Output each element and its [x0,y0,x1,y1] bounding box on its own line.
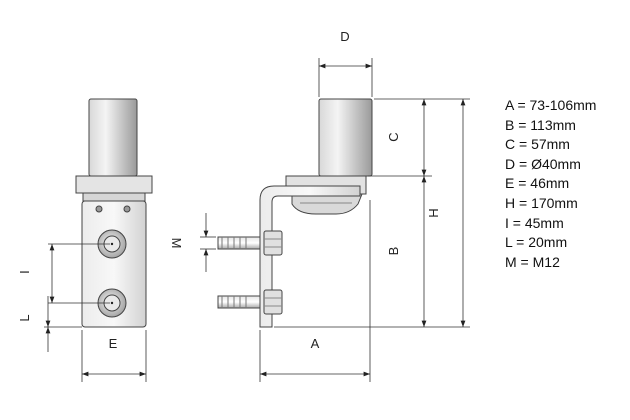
spec-h: H = 170mm [505,194,578,211]
label-a: A [311,336,320,351]
side-bolt-upper [217,230,283,256]
label-m: M [169,238,184,249]
side-view-dimensions [200,58,470,382]
label-h: H [426,208,441,217]
side-view [217,98,373,328]
side-roller [318,98,373,177]
front-cap-plate [75,175,153,194]
spec-a: A = 73-106mm [505,97,597,113]
front-mounting-plate [81,200,147,328]
label-c: C [386,132,401,141]
label-i: I [17,270,32,274]
front-view-dimensions [44,243,147,382]
spec-e: E = 46mm [505,175,570,192]
spec-l: L = 20mm [505,234,568,251]
spec-b: B = 113mm [505,116,576,133]
front-bolt-upper [97,229,127,259]
spec-m: M = M12 [505,253,560,270]
label-b: B [386,247,401,256]
label-l: L [17,314,32,321]
side-bolt-lower [217,289,283,315]
label-e: E [109,336,118,351]
front-view [75,98,153,328]
spec-list: A = 73-106mm B = 113mm C = 57mm D = Ø40m… [505,96,596,272]
spec-c: C = 57mm [505,136,570,153]
spec-d: D = Ø40mm [505,155,581,172]
front-roller [88,98,138,177]
label-d: D [340,29,349,44]
spec-i: I = 45mm [505,214,564,231]
